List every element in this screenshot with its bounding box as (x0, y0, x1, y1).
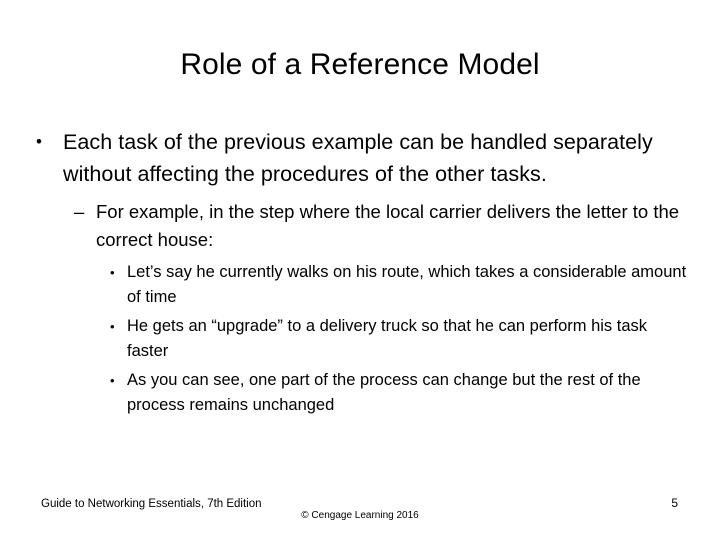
bullet-marker-icon: • (36, 132, 42, 151)
footer-book-title: Guide to Networking Essentials, 7th Edit… (41, 498, 262, 510)
bullet-marker-icon: • (110, 373, 115, 388)
footer-copyright: © Cengage Learning 2016 (301, 510, 419, 521)
bullet-level3: • Let’s say he currently walks on his ro… (110, 260, 692, 310)
bullet-level3-text: As you can see, one part of the process … (127, 371, 641, 414)
footer-page-number: 5 (671, 496, 678, 510)
slide-body: • Each task of the previous example can … (36, 126, 692, 422)
dash-marker-icon: – (74, 201, 85, 222)
bullet-level3: • He gets an “upgrade” to a delivery tru… (110, 314, 692, 364)
bullet-level3-text: Let’s say he currently walks on his rout… (127, 263, 687, 306)
page-title: Role of a Reference Model (180, 48, 540, 81)
bullet-marker-icon: • (110, 319, 115, 334)
bullet-marker-icon: • (110, 265, 115, 280)
bullet-level3-text: He gets an “upgrade” to a delivery truck… (127, 317, 648, 360)
bullet-level1: • Each task of the previous example can … (36, 126, 692, 190)
bullet-level2-text: For example, in the step where the local… (96, 201, 680, 250)
bullet-level1-text: Each task of the previous example can be… (63, 130, 653, 186)
bullet-level2: – For example, in the step where the loc… (74, 198, 692, 254)
bullet-level3: • As you can see, one part of the proces… (110, 368, 692, 418)
